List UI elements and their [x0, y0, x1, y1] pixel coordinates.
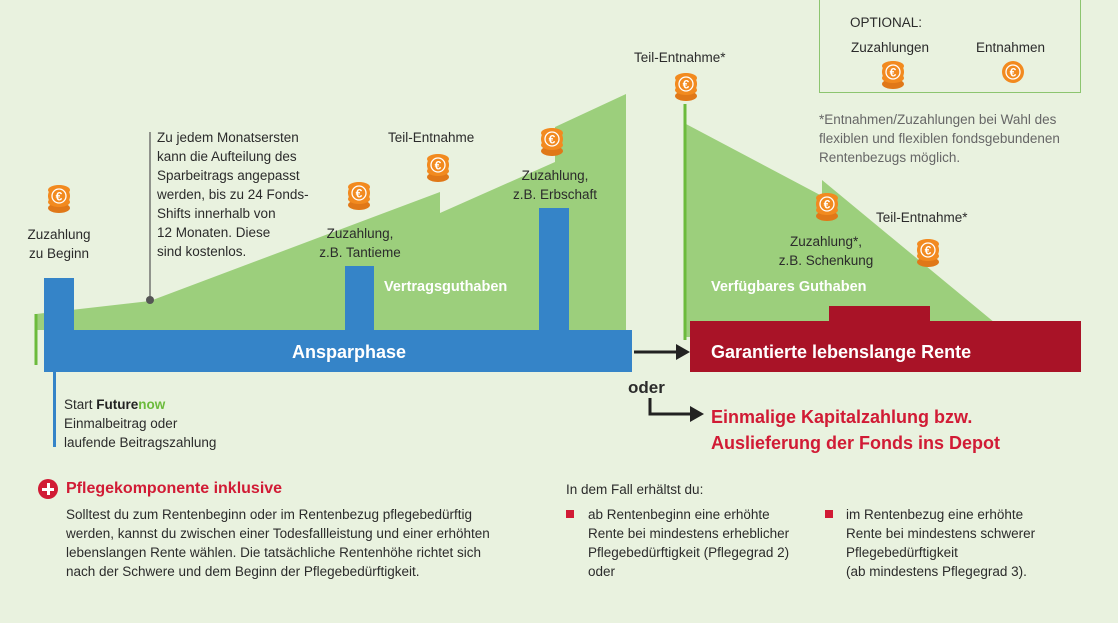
inheritance-payment-label: Zuzahlung, z.B. Erbschaft	[512, 168, 598, 202]
care-case-intro: In dem Fall erhältst du:	[566, 482, 704, 497]
annuity-arrow-head	[676, 344, 690, 360]
initial-payment-label: Zuzahlung zu Beginn	[27, 227, 91, 261]
start-marker	[53, 372, 56, 447]
partial-withdrawal-top-label: Teil-Entnahme*	[634, 50, 726, 65]
annotation-dot	[146, 296, 154, 304]
available-balance-area	[686, 105, 1012, 337]
bullet-2	[825, 510, 833, 518]
savings-phase-bar	[44, 330, 632, 372]
contract-balance-label: Vertragsguthaben	[384, 279, 508, 295]
inheritance-payment-pillar	[539, 208, 569, 334]
bullet-1	[566, 510, 574, 518]
optional-deposits-label: Zuzahlungen	[851, 40, 930, 55]
care-case-2: im Rentenbezug eine erhöhte Rente bei mi…	[846, 507, 1036, 579]
optional-withdrawals-label: Entnahmen	[976, 40, 1046, 55]
annuity-bar	[690, 321, 1081, 372]
partial-withdrawal-label: Teil-Entnahme	[388, 130, 475, 145]
lump-sum-arrow	[648, 398, 692, 416]
care-title: Pflegekomponente inklusive	[66, 480, 283, 497]
optional-box	[819, 0, 1081, 93]
bonus-payment-label: Zuzahlung, z.B. Tantieme	[319, 226, 401, 260]
contract-balance-area	[36, 94, 626, 330]
coin-stack-gift-icon	[816, 193, 838, 221]
annuity-label: Garantierte lebenslange Rente	[711, 342, 972, 362]
monthly-note: Zu jedem Monatsersten kann die Aufteilun…	[157, 130, 309, 259]
optional-footnote: *Entnahmen/Zuzahlungen bei Wahl des flex…	[819, 112, 1060, 165]
available-balance-label: Verfügbares Guthaben	[711, 279, 867, 295]
partial-withdrawal-right-label: Teil-Entnahme*	[876, 210, 968, 225]
plus-icon	[38, 479, 58, 499]
lump-sum-label: Einmalige Kapitalzahlung bzw. Auslieferu…	[711, 407, 1001, 453]
brand-future: Future	[96, 397, 139, 412]
coin-stack-withdrawal-icon	[427, 154, 449, 182]
initial-payment-pillar	[44, 278, 74, 334]
coin-stack-withdrawal-right-icon	[917, 239, 939, 267]
coin-stack-bonus-icon	[348, 182, 370, 210]
bonus-payment-pillar	[345, 266, 374, 334]
savings-phase-label: Ansparphase	[292, 342, 407, 362]
coin-stack-inheritance-icon	[541, 128, 563, 156]
gift-payment-label: Zuzahlung*, z.B. Schenkung	[778, 234, 874, 268]
care-body: Solltest du zum Rentenbeginn oder im Ren…	[66, 507, 490, 579]
start-label: Start Futurenow Einmalbeitrag oder laufe…	[64, 397, 217, 450]
lump-sum-arrow-head	[690, 406, 704, 422]
brand-now: now	[138, 397, 166, 412]
or-label: oder	[628, 378, 665, 397]
optional-heading: OPTIONAL:	[850, 15, 923, 30]
coin-stack-withdrawal-top-icon	[675, 73, 697, 101]
coin-stack-initial-icon	[48, 185, 70, 213]
care-case-1: ab Rentenbeginn eine erhöhte Rente bei m…	[588, 507, 790, 579]
